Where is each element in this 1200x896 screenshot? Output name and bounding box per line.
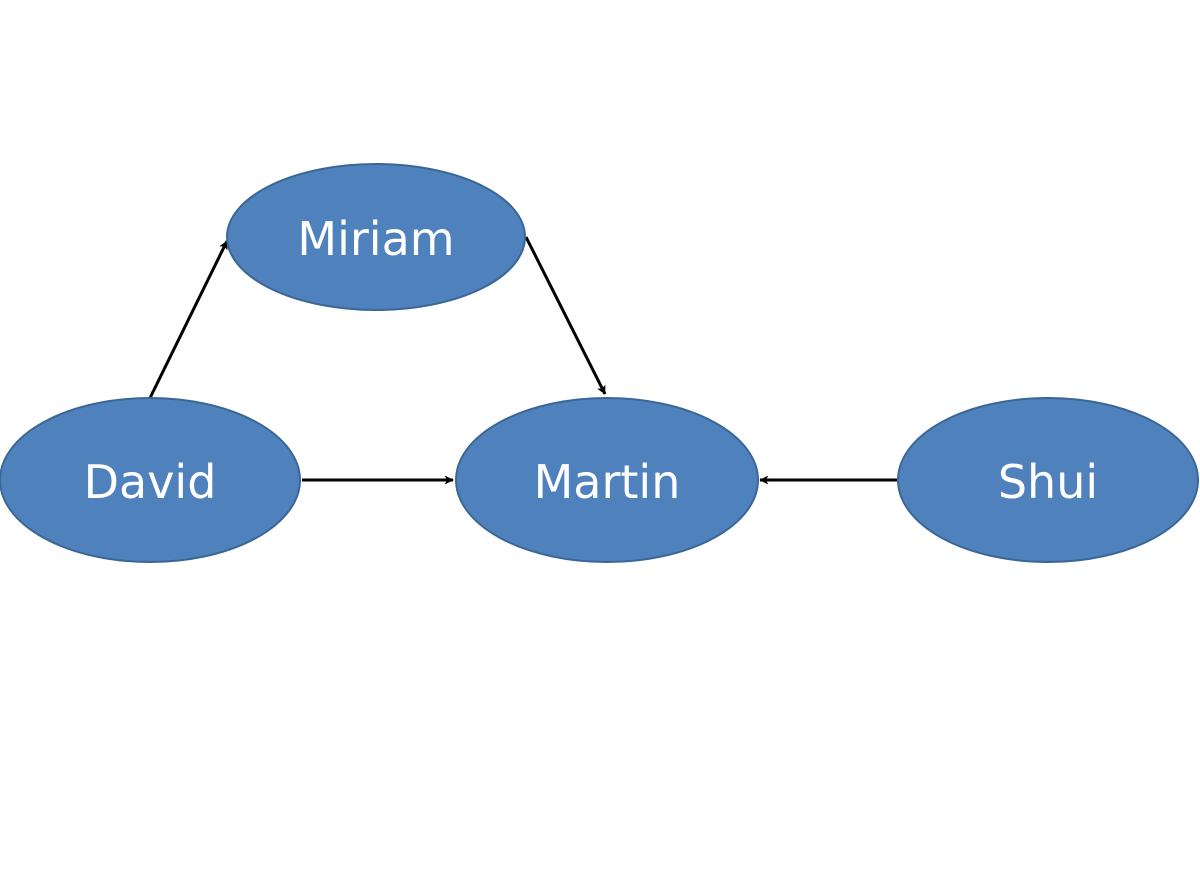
node-david: David xyxy=(0,397,301,563)
node-miriam-ellipse xyxy=(226,163,526,311)
node-shui-ellipse xyxy=(897,397,1199,563)
arrow-david-to-miriam xyxy=(148,240,229,399)
node-david-label: David xyxy=(84,455,217,509)
node-david-ellipse xyxy=(0,397,301,563)
node-miriam-label: Miriam xyxy=(297,212,454,266)
node-martin: Martin xyxy=(455,397,759,563)
edges-layer xyxy=(148,236,897,485)
arrow-miriam-to-martin xyxy=(524,236,607,395)
node-shui-label: Shui xyxy=(998,455,1098,509)
node-martin-ellipse xyxy=(455,397,759,563)
node-shui: Shui xyxy=(897,397,1199,563)
node-martin-label: Martin xyxy=(534,455,681,509)
node-miriam: Miriam xyxy=(226,163,526,311)
